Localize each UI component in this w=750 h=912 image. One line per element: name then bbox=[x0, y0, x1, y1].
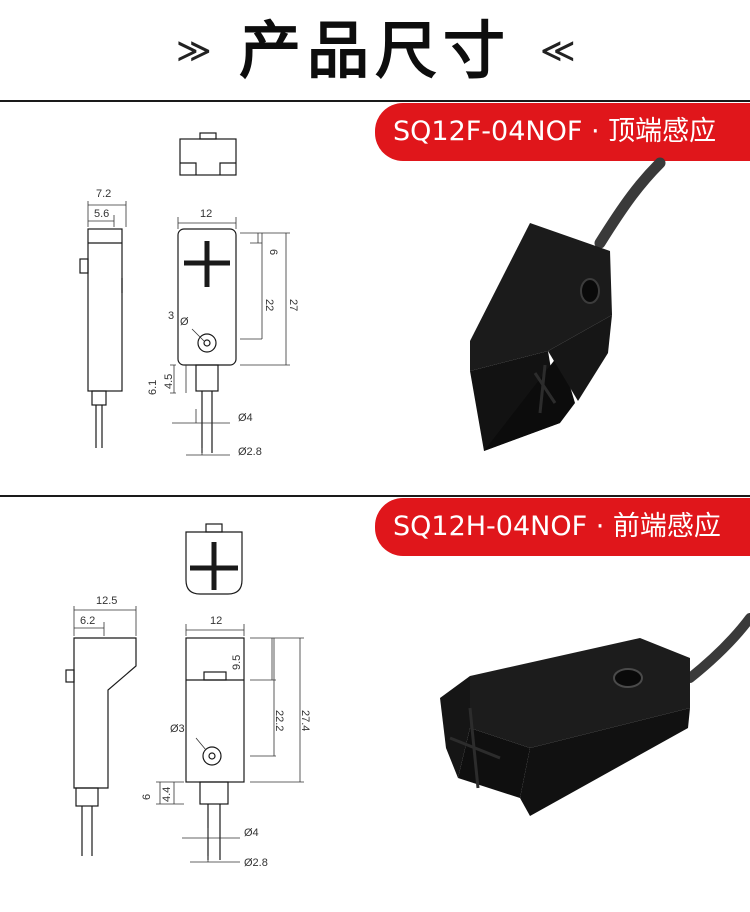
dim-base: 6.1 bbox=[147, 380, 159, 395]
dim-wire: Ø2.8 bbox=[238, 446, 262, 458]
sensor-photo-f bbox=[470, 157, 666, 451]
dim-base2: 4.4 bbox=[161, 787, 173, 802]
dim-total: 27 bbox=[287, 299, 299, 311]
chevron-right-icon: ≫ bbox=[176, 31, 212, 71]
product-panel-f: 7.2 5.6 12 6 22 27 3 Ø 6.1 4.5 Ø4 Ø2.8 bbox=[0, 103, 750, 493]
dim-wire: Ø2.8 bbox=[244, 857, 268, 869]
divider bbox=[0, 100, 750, 102]
sensor-photo-h bbox=[440, 613, 750, 816]
dim-base: 6 bbox=[141, 794, 153, 800]
model-label-h: SQ12H-04NOF · 前端感应 bbox=[375, 498, 750, 556]
dimension-drawing-h: 12.5 6.2 12 9.5 22.2 27.4 Ø3 6 4.4 Ø4 Ø2… bbox=[65, 523, 750, 869]
divider bbox=[0, 495, 750, 497]
dim-hole-sym: Ø bbox=[180, 316, 189, 328]
model-label-f: SQ12F-04NOF · 顶端感应 bbox=[375, 103, 750, 161]
dim-width: 12 bbox=[210, 615, 222, 627]
dim-w1: 7.2 bbox=[96, 188, 111, 200]
dim-hole: Ø3 bbox=[170, 723, 185, 735]
dim-w1: 12.5 bbox=[96, 595, 117, 607]
dim-mid: 22 bbox=[263, 299, 275, 311]
dim-total: 27.4 bbox=[299, 710, 311, 731]
chevron-left-icon: ≪ bbox=[540, 31, 576, 71]
dim-mid: 22.2 bbox=[273, 710, 285, 731]
dim-top: 6 bbox=[267, 249, 279, 255]
dim-cable: Ø4 bbox=[238, 412, 253, 424]
dimension-drawing-f: 7.2 5.6 12 6 22 27 3 Ø 6.1 4.5 Ø4 Ø2.8 bbox=[79, 132, 666, 458]
product-panel-h: 12.5 6.2 12 9.5 22.2 27.4 Ø3 6 4.4 Ø4 Ø2… bbox=[0, 498, 750, 908]
dim-w2: 6.2 bbox=[80, 615, 95, 627]
dim-top: 9.5 bbox=[231, 655, 243, 670]
dim-width: 12 bbox=[200, 208, 212, 220]
dim-base2: 4.5 bbox=[163, 374, 175, 389]
dim-cable: Ø4 bbox=[244, 827, 259, 839]
page-title: 产品尺寸 bbox=[238, 14, 511, 87]
page-header: ≫ 产品尺寸 ≪ bbox=[0, 0, 750, 100]
dim-w2: 5.6 bbox=[94, 208, 109, 220]
dim-hole: 3 bbox=[168, 310, 174, 322]
